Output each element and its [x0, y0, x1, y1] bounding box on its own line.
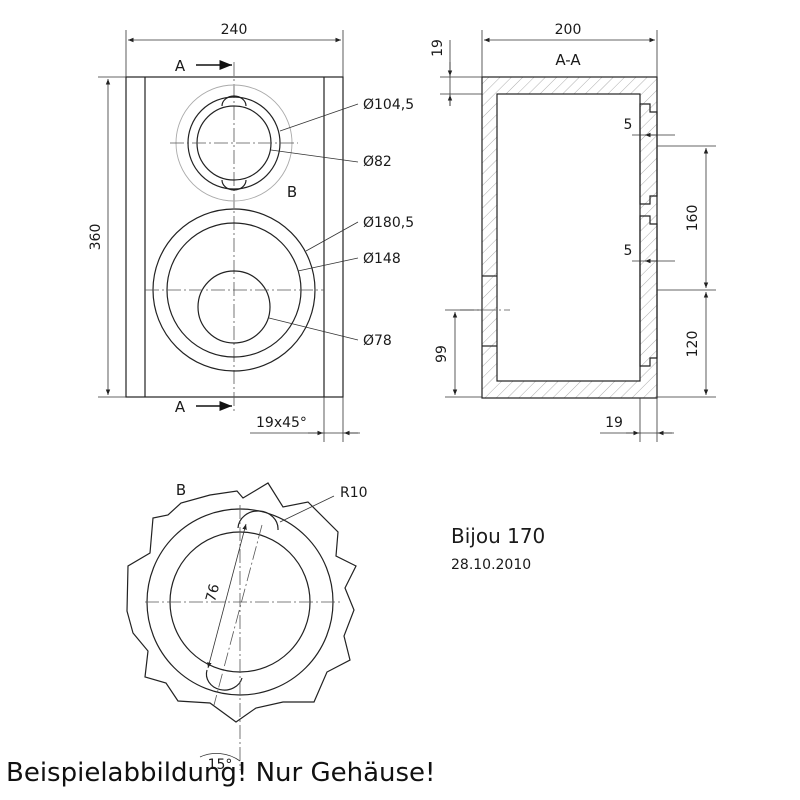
chamfer-dimension: 19x45°	[256, 415, 307, 431]
front-panel-outline	[125, 76, 344, 398]
rebate-dimension-top: 5	[624, 117, 633, 133]
port-circle	[197, 270, 271, 344]
radius-dimension: R10	[340, 485, 368, 501]
tweeter-spacing-dimension: 160	[685, 205, 701, 232]
section-label-top: A	[175, 57, 186, 75]
detail-break-outline	[126, 482, 357, 723]
section-hatch-bottom	[482, 381, 657, 398]
tweeter-inner-dia: Ø82	[363, 154, 392, 170]
detail-title: B	[176, 481, 186, 499]
woofer-inner-dia: Ø148	[363, 251, 401, 267]
section-hatch-right	[640, 94, 657, 381]
drawing-name: Bijou 170	[451, 524, 545, 548]
section-inner-outline	[496, 93, 641, 382]
width-dimension: 240	[221, 22, 248, 38]
front-thickness-dimension: 19	[605, 415, 623, 431]
tweeter-slots	[221, 95, 247, 191]
section-hatch-top	[482, 77, 657, 94]
front-view: 240 360 A A B Ø104,5 Ø82 Ø180,5 Ø148 Ø78…	[88, 22, 414, 442]
woofer-outer-dia: Ø180,5	[363, 215, 414, 231]
detail-view: 76 R10 B 15°	[126, 481, 368, 773]
woofer-height-dimension: 120	[685, 331, 701, 358]
tweeter-outer-dia: Ø104,5	[363, 97, 414, 113]
section-hatch-left	[482, 94, 497, 381]
detail-slot-top	[237, 510, 279, 531]
section-label-bottom: A	[175, 398, 186, 416]
top-thickness-dimension: 19	[430, 39, 446, 57]
caption-text: Beispielabbildung! Nur Gehäuse!	[6, 758, 436, 788]
section-title: A-A	[555, 51, 581, 69]
baffle-woofer-cutout	[639, 215, 658, 367]
detail-label: B	[287, 183, 297, 201]
brace-height-dimension: 99	[434, 345, 450, 363]
title-block: Bijou 170 28.10.2010	[451, 524, 545, 573]
baffle-tweeter-cutout	[639, 103, 658, 205]
drawing-date: 28.10.2010	[451, 557, 531, 573]
section-view: 200 A-A 19 5 5 160 120 99	[430, 22, 716, 442]
slot-length-dimension: 76	[203, 582, 223, 603]
angle-dimension: 15°	[208, 757, 233, 773]
height-dimension: 360	[88, 224, 104, 251]
section-width-dimension: 200	[555, 22, 582, 38]
detail-slot-bottom	[205, 669, 243, 691]
rebate-dimension-bottom: 5	[624, 243, 633, 259]
port-dia: Ø78	[363, 333, 392, 349]
